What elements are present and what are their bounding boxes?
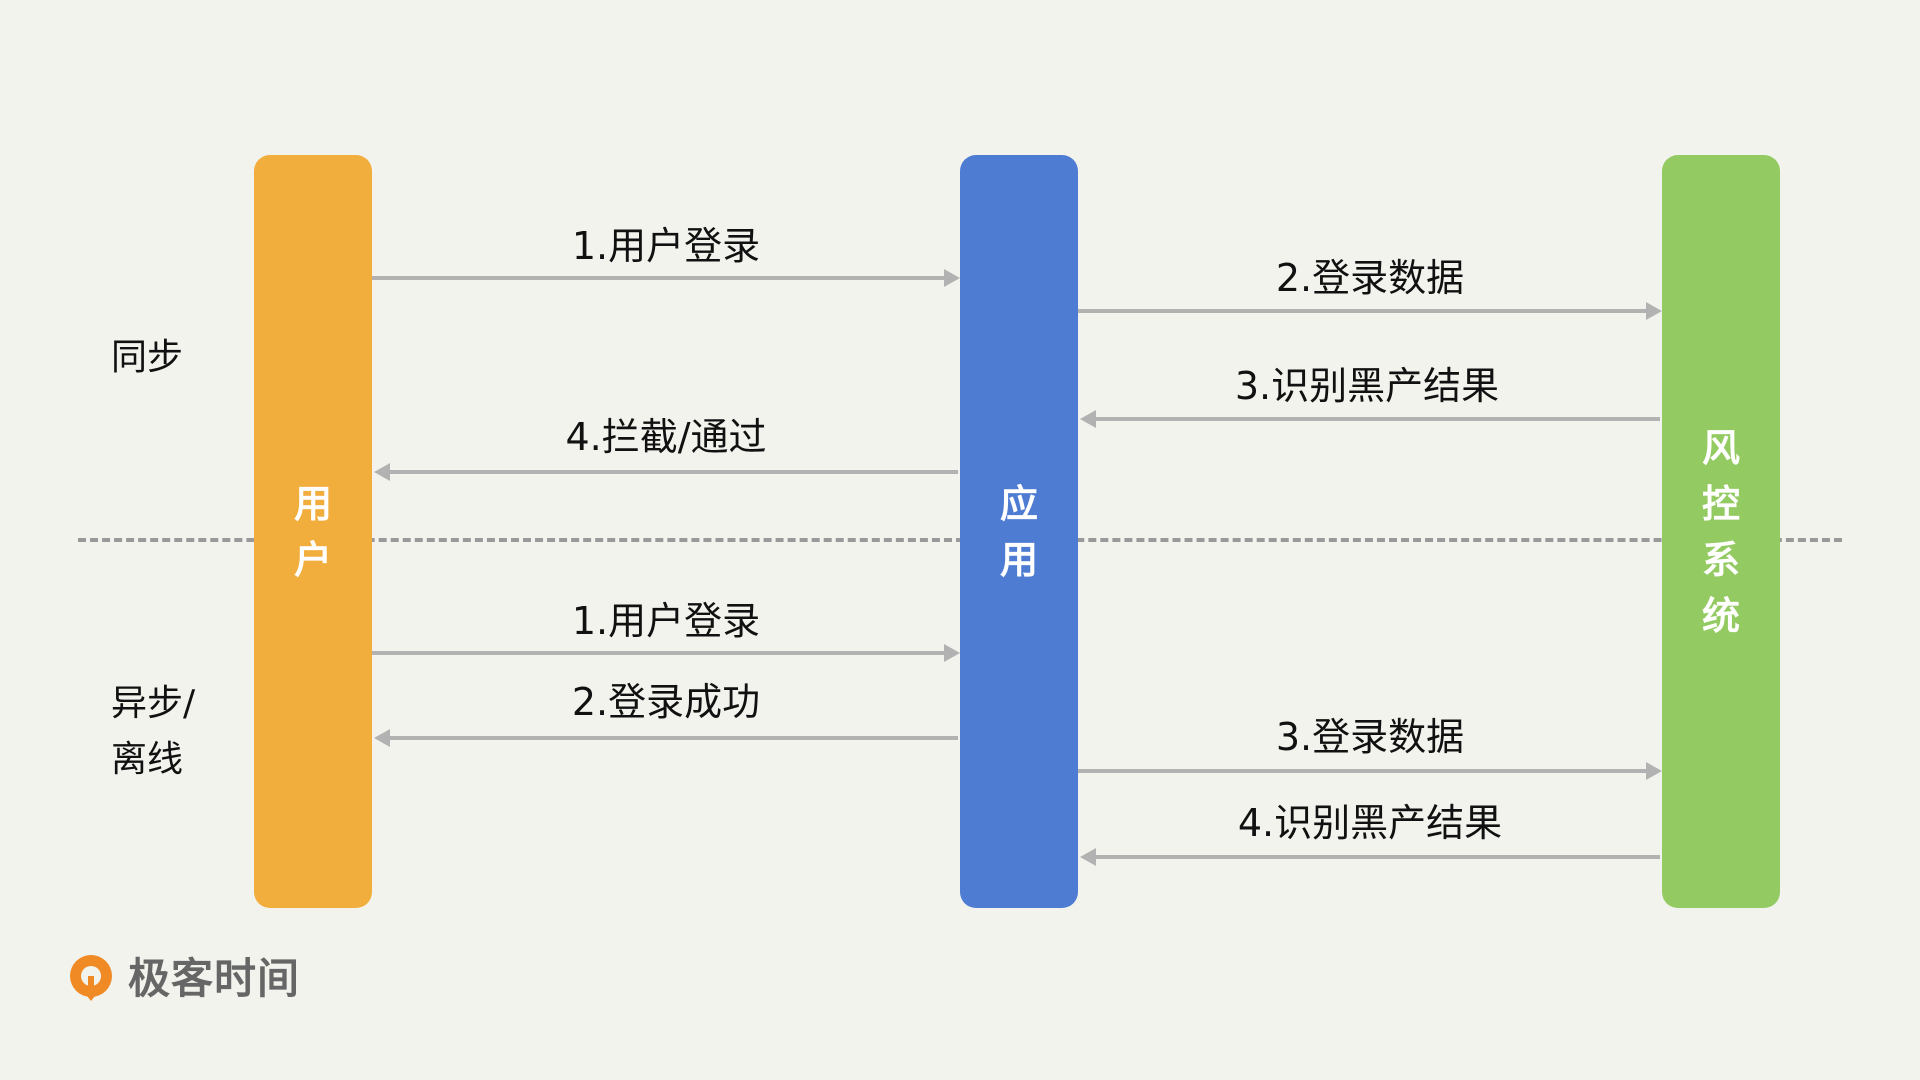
user-lane-label: 用户 [293, 481, 332, 582]
async-arrow-2-label: 2.登录成功 [571, 680, 761, 724]
sync-arrow-3-label: 3.识别黑产结果 [1234, 364, 1500, 408]
async-arrow-3-label: 3.登录数据 [1275, 715, 1465, 759]
async-arrow-4 [1080, 848, 1660, 866]
sync-arrow-2 [1078, 302, 1662, 320]
geektime-logo-text: 极客时间 [128, 954, 301, 1003]
sync-arrow-1 [372, 269, 960, 287]
sync-arrow-3 [1080, 410, 1660, 428]
async-arrow-1-label: 1.用户登录 [571, 599, 761, 643]
app-lane: 应用 [960, 155, 1078, 908]
user-lane: 用户 [254, 155, 372, 908]
geektime-logo: 极客时间 [64, 952, 300, 1006]
async-arrow-2 [374, 729, 958, 747]
sync-arrow-4 [374, 463, 958, 481]
sync-arrow-1-label: 1.用户登录 [571, 224, 761, 268]
geektime-logo-icon [64, 952, 118, 1006]
risk-system-lane: 风控系统 [1662, 155, 1780, 908]
async-arrow-3 [1078, 762, 1662, 780]
sync-arrow-2-label: 2.登录数据 [1275, 256, 1465, 300]
app-lane-label: 应用 [999, 481, 1038, 582]
risk-system-lane-label: 风控系统 [1701, 425, 1740, 638]
sync-arrow-4-label: 4.拦截/通过 [565, 415, 767, 459]
async-section-label: 异步/ 离线 [111, 683, 196, 780]
async-arrow-1 [372, 644, 960, 662]
async-arrow-4-label: 4.识别黑产结果 [1237, 801, 1503, 845]
sync-section-label: 同步 [111, 337, 184, 378]
